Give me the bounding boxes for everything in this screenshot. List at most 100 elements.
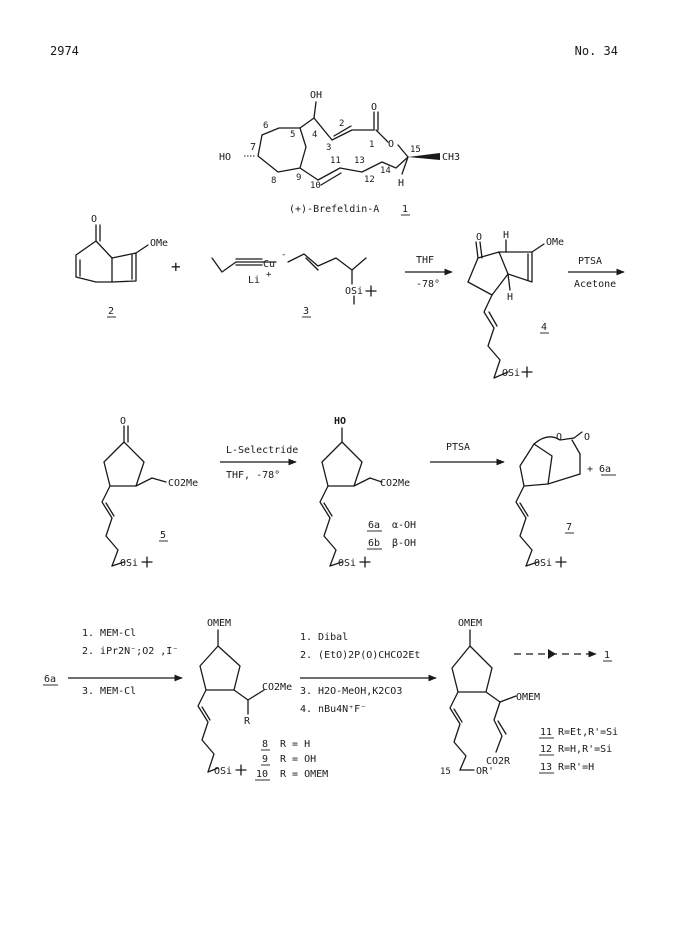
c2-O: O <box>91 214 97 225</box>
c10-desc: R = OMEM <box>280 769 328 780</box>
arrow-ptsa: PTSA <box>430 442 505 466</box>
c13-number: 13 <box>540 762 552 773</box>
c2-number: 2 <box>108 306 114 317</box>
atom-HO: HO <box>219 152 231 163</box>
dibal-step-2: 2. (EtO)2P(O)CHCO2Et <box>300 650 420 661</box>
c12-number: 12 <box>540 744 552 755</box>
c6-OSi: OSi <box>338 558 356 569</box>
c11-CO2R: CO2R <box>486 756 511 767</box>
c11-locant-15: 15 <box>440 767 451 777</box>
c3-Cu: Cu <box>263 259 275 270</box>
c5-OSi: OSi <box>120 558 138 569</box>
c11-number: 11 <box>540 727 552 738</box>
final-product: 1 <box>604 650 610 661</box>
c3-cu-charge: - <box>281 250 286 260</box>
arrow-thf-temp: -78° <box>416 279 440 290</box>
c4-number: 4 <box>541 322 547 333</box>
c10-number: 10 <box>256 769 268 780</box>
arrow-dibal: 1. Dibal 2. (EtO)2P(O)CHCO2Et 3. H2O-MeO… <box>300 632 437 715</box>
atom-OH: OH <box>310 90 322 101</box>
compound-4: O OMe H H OSi 4 <box>467 230 564 379</box>
c5-number: 5 <box>160 530 166 541</box>
compound-5: CO2Me O OSi 5 <box>101 416 198 569</box>
c8-OSi: OSi <box>214 766 232 777</box>
locant-7: 7 <box>250 142 256 153</box>
c9-desc: R = OH <box>280 754 316 765</box>
c4-OMe: OMe <box>546 237 564 248</box>
page-number: 2974 <box>50 44 79 58</box>
arrow-l-selectride-cond: THF, -78° <box>226 470 280 481</box>
c3-number: 3 <box>303 306 309 317</box>
c11-OMEM-top: OMEM <box>458 618 482 629</box>
c7-number: 7 <box>566 522 572 533</box>
arrow-mem: 1. MEM-Cl 2. iPr2N⁻;O2 ,I⁻ 3. MEM-Cl <box>68 628 183 697</box>
journal-issue: No. 34 <box>574 44 618 58</box>
arrow-thf-reagent: THF <box>416 255 434 266</box>
c6b-number: 6b <box>368 538 380 549</box>
target-name: (+)-Brefeldin-A <box>289 204 379 215</box>
c4-O: O <box>476 232 482 243</box>
mem-step-1: 1. MEM-Cl <box>82 628 136 639</box>
c8-OMEM: OMEM <box>207 618 231 629</box>
mem-step-2: 2. iPr2N⁻;O2 ,I⁻ <box>82 646 178 657</box>
plus-sign: + <box>171 257 181 276</box>
arrow-ptsa-2-reagent: PTSA <box>446 442 470 453</box>
locant-8: 8 <box>271 176 276 186</box>
c8-CO2Me: CO2Me <box>262 682 292 693</box>
locant-10: 10 <box>310 181 321 191</box>
c6b-desc: β-OH <box>392 538 416 549</box>
compound-3: Cu - Li + OSi 3 <box>211 250 377 318</box>
c7-OSi: OSi <box>534 558 552 569</box>
locant-2: 2 <box>339 119 344 129</box>
c4-H-top: H <box>503 230 509 241</box>
locant-14: 14 <box>380 166 391 176</box>
c11-OMEM-side: OMEM <box>516 692 540 703</box>
locant-12: 12 <box>364 175 375 185</box>
c8-number: 8 <box>262 739 268 750</box>
mem-step-3: 3. MEM-Cl <box>82 686 136 697</box>
compound-7: O O OSi 7 + 6a <box>515 431 616 569</box>
arrow-final: 1 <box>514 649 612 662</box>
c3-Li-charge: + <box>266 270 272 280</box>
atom-carbonyl-O: O <box>371 102 377 113</box>
c5-O: O <box>120 416 126 427</box>
c6a-number: 6a <box>368 520 380 531</box>
compound-6: HO CO2Me OSi 6a α-OH 6b β-OH <box>319 416 416 569</box>
c4-OSi: OSi <box>502 368 520 379</box>
dibal-step-3: 3. H2O-MeOH,K2CO3 <box>300 686 402 697</box>
arrow-ptsa-acetone: PTSA Acetone <box>568 256 625 290</box>
c13-desc: R=R'=H <box>558 762 594 773</box>
c3-Li: Li <box>248 275 260 286</box>
c7-carbonyl-O: O <box>584 432 590 443</box>
arrow-acetone-solvent: Acetone <box>574 279 616 290</box>
c12-desc: R=H,R'=Si <box>558 744 612 755</box>
c8-desc: R = H <box>280 739 310 750</box>
compound-11: OMEM OMEM CO2R 15 OR' 11 R=Et,R'=Si 12 R… <box>440 618 618 777</box>
atom-ring-O: O <box>388 139 394 150</box>
dibal-step-1: 1. Dibal <box>300 632 348 643</box>
c4-H-bottom: H <box>507 292 513 303</box>
locant-15: 15 <box>410 145 421 155</box>
compound-2: O OMe 2 <box>75 214 168 318</box>
c11-desc: R=Et,R'=Si <box>558 727 618 738</box>
locant-3: 3 <box>326 143 331 153</box>
atom-H: H <box>398 178 404 189</box>
compound-8: OMEM R CO2Me OSi 8 R = H 9 R = OH 10 R =… <box>197 618 328 781</box>
c8-R: R <box>244 716 251 727</box>
arrow-ptsa-reagent: PTSA <box>578 256 602 267</box>
c6-CO2Me: CO2Me <box>380 478 410 489</box>
atom-CH3: CH3 <box>442 152 460 163</box>
locant-9: 9 <box>296 173 301 183</box>
locant-4: 4 <box>312 130 317 140</box>
c5-CO2Me: CO2Me <box>168 478 198 489</box>
locant-11: 11 <box>330 156 341 166</box>
c3-OSi: OSi <box>345 286 363 297</box>
locant-5: 5 <box>290 130 295 140</box>
arrow-l-selectride-reagent: L-Selectride <box>226 445 298 456</box>
c7-plus-6a: + 6a <box>587 464 611 475</box>
c6-HO: HO <box>334 416 346 427</box>
c2-OMe: OMe <box>150 238 168 249</box>
c9-number: 9 <box>262 754 268 765</box>
c7-ring-O: O <box>556 432 562 443</box>
